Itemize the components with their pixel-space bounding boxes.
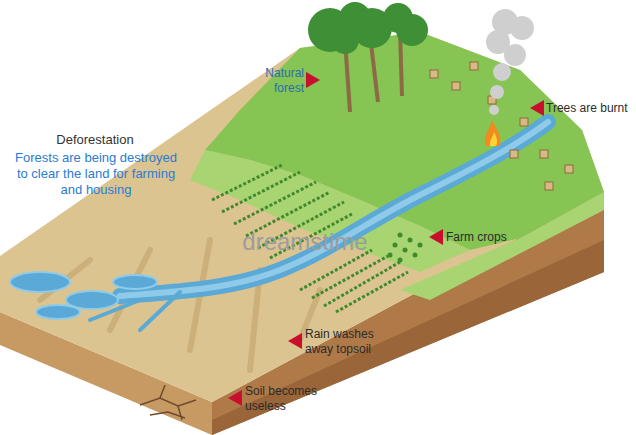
watermark: dreamstime <box>235 228 375 256</box>
tree-canopy <box>308 2 428 54</box>
callout-label: Soil becomes useless <box>245 384 325 414</box>
river <box>120 122 548 296</box>
ponds <box>10 272 157 319</box>
callout-label: Trees are burnt <box>546 101 632 116</box>
land-surface <box>0 32 604 402</box>
farm-strip <box>400 192 604 300</box>
callout-label: Farm crops <box>446 230 526 245</box>
tree-stumps <box>430 62 573 190</box>
callout-label: Rain washes away topsoil <box>305 327 385 357</box>
river-highlight <box>120 122 548 296</box>
fire-core <box>490 132 497 146</box>
erosion-gully <box>40 240 320 370</box>
cracked-soil <box>140 385 196 420</box>
callout-label: Natural forest <box>250 66 304 96</box>
fire <box>485 120 501 146</box>
callout-pointer <box>228 72 544 406</box>
young-crops <box>388 233 423 263</box>
forest-hill <box>205 32 604 250</box>
farm-slope <box>190 150 470 272</box>
diagram-title: Deforestation <box>20 132 170 147</box>
diagram-caption: Forests are being destroyed to clear the… <box>10 150 182 198</box>
smoke <box>486 9 534 115</box>
